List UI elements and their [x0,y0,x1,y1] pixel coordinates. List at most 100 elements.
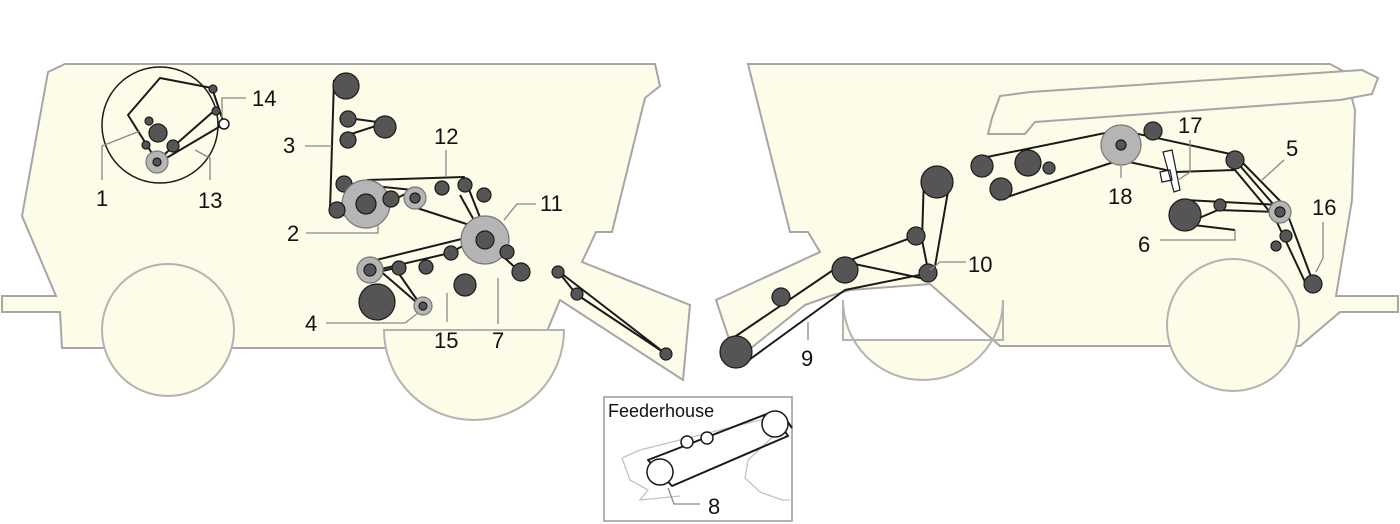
leader-11 [503,203,536,221]
pulley-18-left-b [989,177,1013,201]
label-18: 18 [1108,184,1132,209]
pulley-12-b [457,177,473,193]
pulley-3-right [373,115,397,139]
pulley-3-low [339,131,357,149]
label-11: 11 [540,191,563,216]
rotor-pulley-a [148,123,168,143]
pulley-2-hub [355,193,377,215]
pulley-18-left-a [970,154,994,178]
pulley-2-idler-hub [409,192,421,204]
pulley-5 [1225,150,1245,170]
rear-conveyor-pulley-b [570,287,584,301]
right-side-view: 10 9 18 17 5 6 16 [714,63,1399,392]
rear-conveyor-pulley-a [551,265,565,279]
leader-8 [667,487,700,505]
inset-title: Feederhouse [608,401,714,421]
pulley-3-mid [339,110,357,128]
pulley-18-left-d [1042,161,1056,175]
inset-frame [603,396,793,522]
pulley-18-upper [1143,121,1163,141]
pulley-18-hub [1115,139,1127,151]
label-5: 5 [1286,136,1298,161]
pulley-4-hub [363,263,377,277]
label-13: 13 [198,188,222,213]
left-front-wheel [101,263,235,397]
pulley-2-right [382,190,400,208]
leader-5 [1261,159,1285,181]
belt-15 [369,261,423,308]
rotor-pulley-d [141,140,151,150]
pulley-11-hub [475,230,495,250]
leader-16 [1315,222,1324,273]
pulley-4-idler-hub [418,301,428,311]
feeder-idler-a [680,435,694,449]
label-17: 17 [1178,113,1202,138]
label-9: 9 [801,346,813,371]
leader-1 [101,130,141,180]
tensioner-17 [1159,149,1181,193]
rotor-main-hub [152,157,162,167]
rotor-pulley-b [166,139,180,153]
label-12: 12 [434,124,458,149]
pulley-7 [511,262,531,282]
pulley-16-b [1270,240,1282,252]
rear-conveyor-belt [556,269,667,355]
label-8: 8 [708,494,720,519]
label-14: 14 [252,86,276,111]
pulley-16-a [1279,229,1293,243]
belt-10-link [844,235,917,263]
leader-14 [221,97,246,118]
pulley-9-main [831,256,859,284]
label-16: 16 [1312,195,1336,220]
rear-conveyor-pulley-c [659,347,673,361]
pulley-4-large [358,283,396,321]
feeder-pulley-front [646,458,674,486]
pulley-10-mid [906,226,926,246]
right-rear-wheel [1166,258,1300,392]
pulley-6-small [1213,198,1227,212]
pulley-10-top [920,165,954,199]
pulley-11-a [443,245,459,261]
pulley-12-c [476,187,492,203]
label-6: 6 [1138,232,1150,257]
leader-4 [326,312,419,324]
label-15: 15 [434,328,458,353]
rotor-belt [127,77,225,164]
leader-2 [306,225,379,234]
feederhouse-inset: Feederhouse 8 [603,396,793,522]
label-7: 7 [492,328,504,353]
feeder-pulley-rear [761,410,789,438]
rotor-belt-inner [157,109,216,161]
label-4: 4 [305,311,317,336]
feeder-idler-b [700,431,714,445]
label-1: 1 [96,186,108,211]
pulley-11-b [499,244,515,260]
rotor-mid-pulley [211,106,221,116]
pulley-15-a [418,259,434,275]
left-rear-wheel [382,329,566,421]
pulley-16-hub [1274,206,1286,218]
rotor-top-pulley [208,84,218,94]
label-3: 3 [283,133,295,158]
left-side-view: 1 13 14 3 2 12 11 4 15 7 [1,63,692,421]
pulley-15-b [453,273,477,297]
pulley-4-a [391,260,407,276]
rotor-tension-pulley [218,118,230,130]
pulley-12-a [434,180,450,196]
inset-housing-outline [621,419,790,501]
leader-17 [1177,140,1191,181]
right-front-wheel [842,299,1004,381]
pulley-9-mid [771,287,791,307]
pulley-2-left [328,201,346,219]
pulley-3-top [332,72,360,100]
unloading-auger [986,68,1380,135]
pulley-18-left-c [1014,149,1042,177]
pulley-6-large [1168,198,1202,232]
belt-6 [1184,199,1281,206]
leader-13 [194,149,211,180]
leader-10 [929,261,966,271]
label-10: 10 [968,252,992,277]
pulley-16-low [1303,274,1323,294]
label-2: 2 [287,221,299,246]
